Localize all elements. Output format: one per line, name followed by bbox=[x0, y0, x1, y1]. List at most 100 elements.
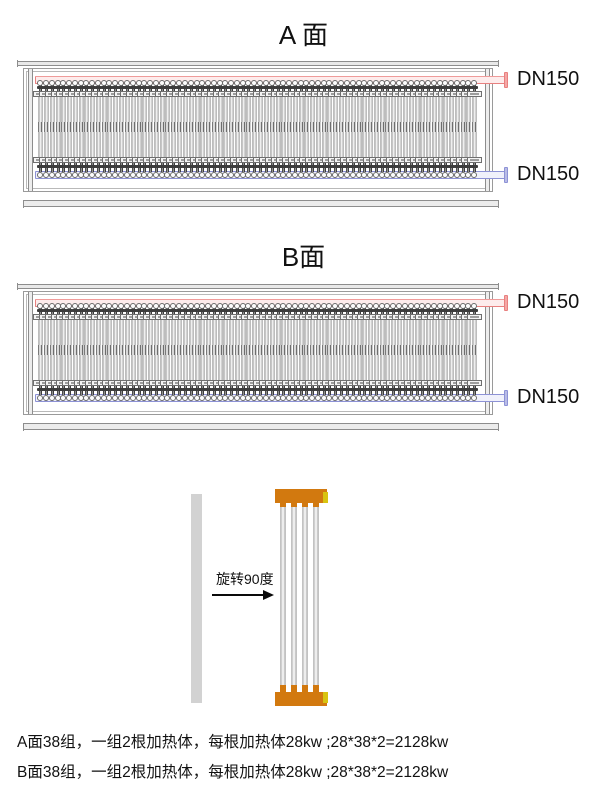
note-panel-b: B面38组，一组2根加热体，每根加热体28kw ;28*38*2=2128kw bbox=[17, 764, 449, 781]
rod-top-valve bbox=[152, 303, 159, 309]
rod-bottom-nut bbox=[384, 388, 392, 391]
rod-bottom-valve bbox=[48, 172, 55, 178]
rod-bottom-nut bbox=[332, 165, 340, 168]
heater-rod-band bbox=[38, 345, 43, 356]
rod-bottom-valve bbox=[106, 172, 113, 178]
rod-top-flange bbox=[467, 91, 483, 97]
rod-top-valve bbox=[147, 303, 154, 309]
rod-bottom-nut bbox=[274, 388, 282, 391]
rod-bottom-valve bbox=[233, 395, 240, 401]
heater-rod-band bbox=[460, 345, 466, 356]
rod-top-valve bbox=[37, 80, 43, 86]
heater-rod-band bbox=[101, 122, 107, 133]
rod-top-nut bbox=[280, 309, 288, 312]
rod-bottom-valve bbox=[239, 395, 246, 401]
heater-rod-band bbox=[44, 122, 49, 133]
rod-top-valve bbox=[349, 303, 356, 309]
rod-bottom-nut bbox=[210, 165, 218, 168]
assembly-tube-stub bbox=[280, 503, 286, 510]
cabinet-left-post bbox=[28, 69, 33, 191]
rod-top-valve bbox=[361, 303, 368, 309]
rod-top-nut bbox=[309, 309, 317, 312]
rod-bottom-valve bbox=[384, 395, 391, 401]
heater-rod-band bbox=[200, 122, 206, 133]
heater-rod-band bbox=[38, 122, 43, 133]
rod-bottom-nut bbox=[367, 165, 375, 168]
rod-top-valve bbox=[263, 80, 269, 86]
rod-top-valve bbox=[239, 80, 246, 86]
heater-rod-band bbox=[107, 122, 113, 133]
heater-rod-band bbox=[84, 122, 90, 133]
rod-bottom-nut bbox=[326, 388, 334, 391]
rod-bottom-nut bbox=[175, 388, 183, 391]
rod-top-nut bbox=[124, 309, 132, 312]
rod-bottom-nut bbox=[187, 388, 195, 391]
rod-bottom-nut bbox=[164, 165, 172, 168]
rod-bottom-nut bbox=[257, 388, 264, 391]
rod-bottom-valve bbox=[390, 395, 397, 401]
heater-rod-band bbox=[264, 122, 269, 133]
rod-top-valve bbox=[338, 80, 345, 86]
rod-bottom-valve bbox=[291, 395, 298, 401]
heater-group bbox=[299, 292, 321, 414]
rod-top-nut bbox=[344, 309, 352, 312]
rod-bottom-valve bbox=[291, 172, 298, 178]
rod-top-nut bbox=[465, 86, 473, 89]
rod-bottom-nut bbox=[216, 388, 224, 391]
heater-group bbox=[310, 69, 332, 191]
heater-group bbox=[449, 69, 471, 191]
rod-bottom-nut bbox=[147, 165, 155, 168]
rod-top-nut bbox=[83, 309, 91, 312]
rod-bottom-valve bbox=[222, 395, 229, 401]
rod-bottom-valve bbox=[193, 395, 200, 401]
heater-rod-band bbox=[61, 122, 67, 133]
rod-bottom-nut bbox=[48, 165, 56, 168]
heater-group bbox=[171, 69, 193, 191]
heater-rod-band bbox=[362, 122, 368, 133]
rod-bottom-nut bbox=[395, 165, 403, 168]
heater-rod-band bbox=[44, 345, 49, 356]
cabinet-inner-frame bbox=[23, 291, 508, 415]
heater-rod-band bbox=[333, 345, 339, 356]
heater-group bbox=[148, 292, 170, 414]
rod-bottom-nut bbox=[413, 165, 421, 168]
rod-top-valve bbox=[436, 80, 443, 86]
rod-bottom-nut bbox=[280, 388, 288, 391]
rod-top-valve bbox=[344, 303, 351, 309]
rod-bottom-valve bbox=[448, 395, 455, 401]
rod-bottom-nut bbox=[205, 388, 213, 391]
heater-rod-band bbox=[223, 345, 229, 356]
rod-top-nut bbox=[245, 86, 253, 89]
rod-top-valve bbox=[465, 303, 472, 309]
rod-bottom-valve bbox=[124, 395, 131, 401]
heater-group bbox=[264, 69, 286, 191]
rod-bottom-valve bbox=[303, 395, 310, 401]
rod-top-valve bbox=[170, 80, 177, 86]
heater-group bbox=[357, 69, 379, 191]
rod-bottom-nut bbox=[152, 388, 160, 391]
rod-top-nut bbox=[367, 309, 375, 312]
rod-top-nut bbox=[320, 309, 328, 312]
rod-bottom-valve bbox=[251, 395, 258, 401]
rod-bottom-valve bbox=[326, 395, 333, 401]
rod-top-nut bbox=[158, 309, 166, 312]
heater-rod-band bbox=[275, 345, 281, 356]
heater-group bbox=[56, 292, 78, 414]
rod-top-valve bbox=[222, 80, 229, 86]
heater-group bbox=[114, 292, 136, 414]
rod-bottom-nut bbox=[83, 388, 91, 391]
heater-rod-band bbox=[396, 122, 402, 133]
rod-bottom-valve bbox=[228, 395, 235, 401]
assembly-tube bbox=[313, 507, 319, 692]
heater-group bbox=[137, 69, 159, 191]
heater-rod-band bbox=[142, 345, 148, 356]
heater-rod-band bbox=[252, 345, 258, 356]
heater-group bbox=[33, 292, 54, 414]
rod-top-valve bbox=[372, 303, 379, 309]
rod-top-valve bbox=[268, 303, 275, 309]
heater-rod-band bbox=[281, 345, 287, 356]
heater-group bbox=[287, 69, 309, 191]
rod-top-flange bbox=[467, 314, 483, 320]
heater-group bbox=[253, 69, 274, 191]
rod-top-valve bbox=[216, 80, 223, 86]
